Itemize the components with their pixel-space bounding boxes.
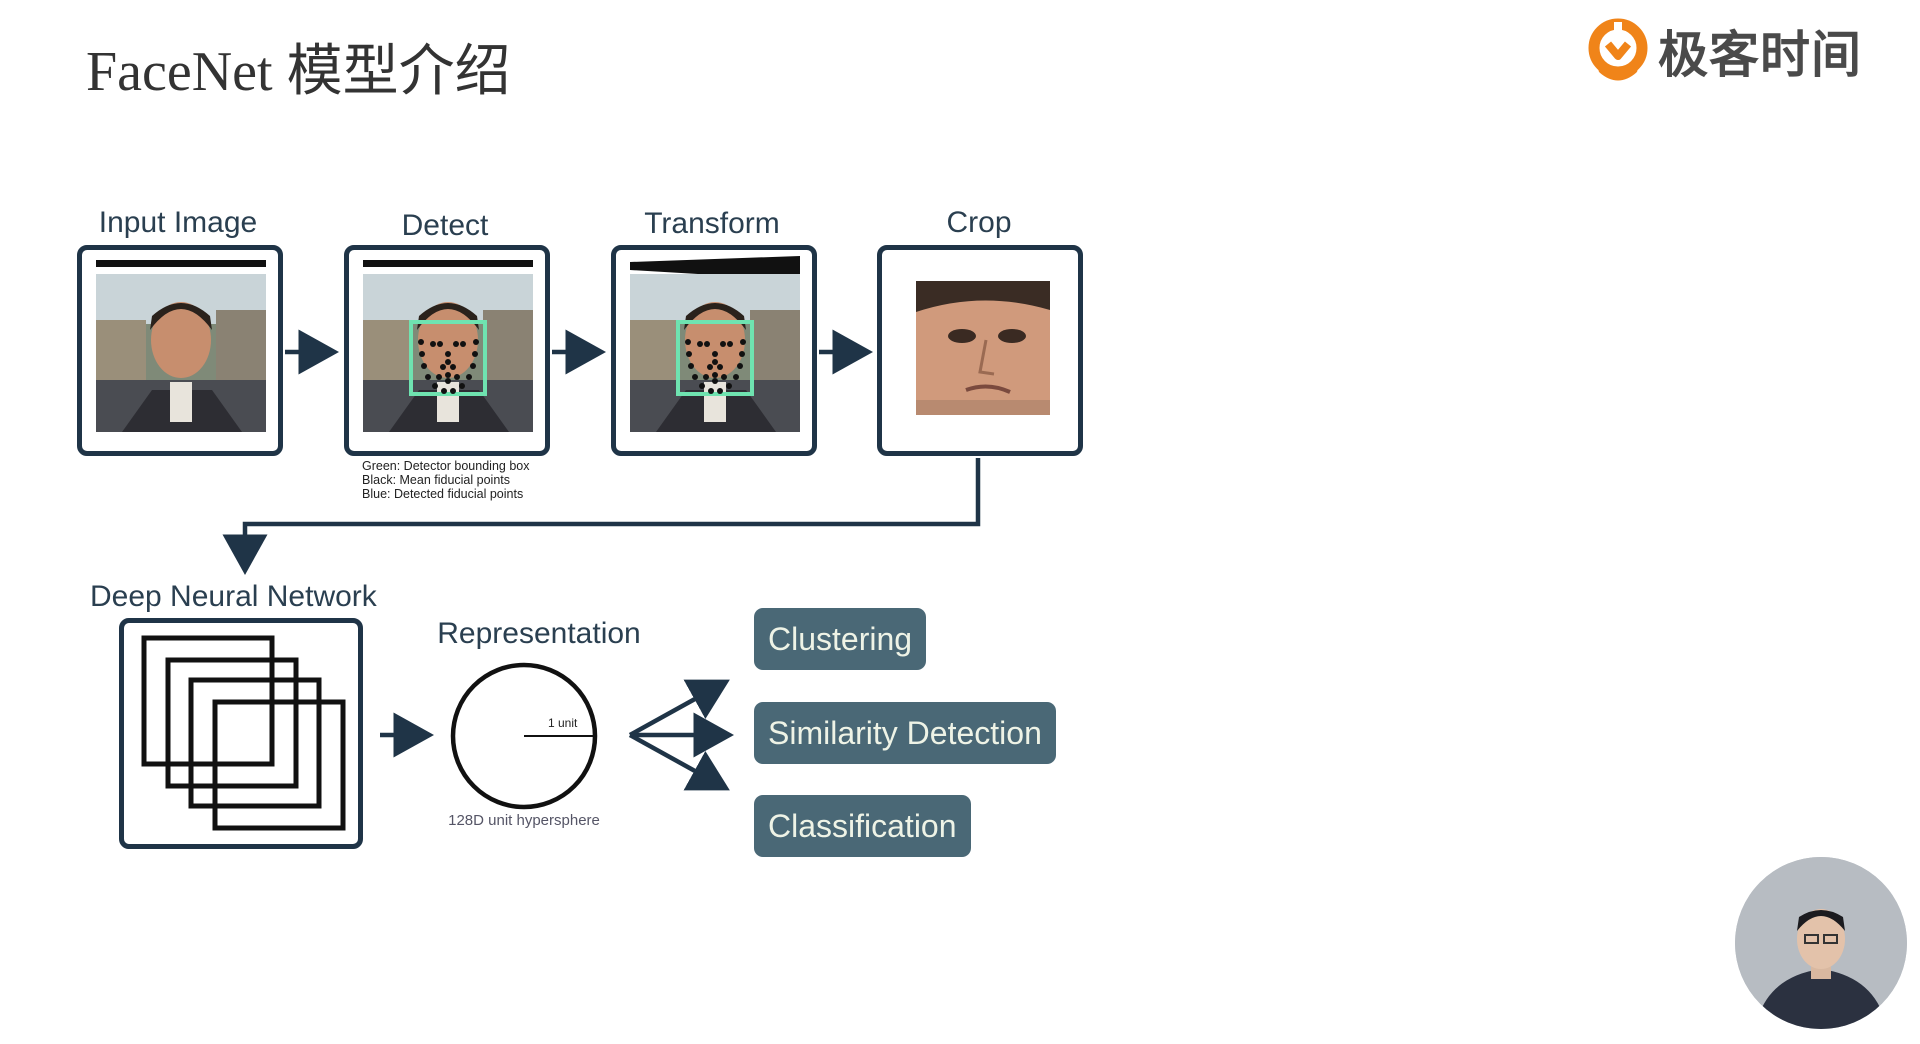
detect-card	[344, 245, 550, 456]
clustering-box: Clustering	[754, 608, 927, 670]
sphere-caption: 128D unit hypersphere	[448, 812, 600, 829]
stage-label-transform: Transform	[644, 207, 780, 240]
transform-face-photo	[630, 256, 800, 432]
stage-label-input-image: Input Image	[98, 206, 258, 239]
presenter-avatar	[1735, 857, 1907, 1029]
input-image-card	[77, 245, 283, 456]
legend-black: Black: Mean fiducial points	[362, 473, 510, 487]
representation-label: Representation	[437, 617, 641, 650]
slide-title: FaceNet 模型介绍	[86, 41, 511, 103]
transform-card	[611, 245, 817, 456]
similarity-detection-box: Similarity Detection	[754, 702, 1056, 764]
network-label: Deep Neural Network	[90, 580, 377, 613]
cropped-face-photo	[916, 281, 1050, 415]
unit-label: 1 unit	[548, 716, 578, 730]
stage-label-crop: Crop	[946, 206, 1012, 239]
network-layers-icon	[141, 635, 346, 831]
presenter-webcam	[1735, 857, 1907, 1029]
crop-card	[877, 245, 1083, 456]
brand-logo: 极客时间	[1588, 16, 1862, 86]
arrow-crop-to-network	[222, 458, 981, 575]
input-face-photo	[96, 260, 266, 432]
detect-face-photo	[363, 260, 533, 432]
geektime-logo-icon	[1588, 18, 1648, 81]
legend-green: Green: Detector bounding box	[362, 459, 530, 473]
legend-blue: Blue: Detected fiducial points	[362, 487, 524, 501]
classification-box: Classification	[754, 795, 971, 857]
stage-label-detect: Detect	[401, 209, 489, 242]
unit-hypersphere	[450, 662, 598, 810]
detect-legend: Green: Detector bounding box Black: Mean…	[362, 459, 529, 501]
brand-name: 极客时间	[1658, 27, 1862, 83]
network-card	[119, 618, 363, 849]
arrow-to-classification	[628, 733, 730, 791]
arrow-to-clustering	[628, 679, 730, 737]
